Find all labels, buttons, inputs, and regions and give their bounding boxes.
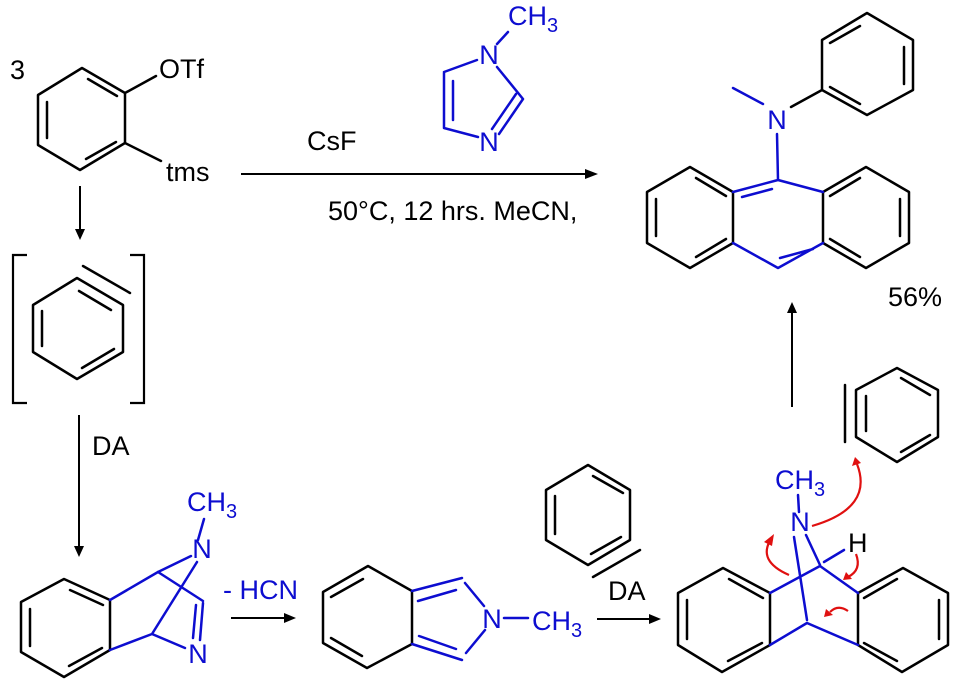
- da-1-label: DA: [92, 431, 130, 461]
- n-methylisoindole: N CH3: [321, 564, 582, 670]
- pyrrole-ring-bonds: [410, 576, 530, 662]
- bridge-bonds: [768, 493, 860, 647]
- yield-label: 56%: [888, 282, 942, 312]
- curved-arrowhead-1: [764, 534, 774, 546]
- arrow-up-to-product: [787, 302, 797, 407]
- arrowhead: [787, 302, 797, 313]
- benzyne-ring-bonds: [843, 366, 940, 464]
- n-methyl-label: CH3: [775, 465, 825, 501]
- amine-nitrogen-label: N: [767, 105, 787, 135]
- curved-arrowhead-4: [824, 609, 833, 617]
- benzyne-ring-bonds: [31, 264, 132, 381]
- da-adduct-2: N H CH3: [676, 457, 950, 674]
- benzo-rings-bonds: [676, 566, 950, 674]
- reactant-aryl-triflate: 3 OTf tms: [10, 54, 210, 187]
- curved-arrowhead-3: [843, 572, 852, 580]
- reagent-label: CsF: [307, 126, 357, 156]
- phenyl-ring-bonds: [789, 11, 915, 117]
- anthracene-outer-ring-bonds: [645, 165, 911, 270]
- benzyne-intermediate: [11, 253, 146, 405]
- hcn-elimination-step: - HCN: [223, 575, 298, 623]
- imidazole-ring-bonds: [442, 30, 525, 139]
- conditions-label: 50°C, 12 hrs. MeCN,: [328, 196, 577, 226]
- n-methylimidazole: N N CH3: [442, 1, 558, 157]
- n1-nitrogen-label: N: [479, 40, 499, 70]
- benzyne-ring-bonds: [544, 463, 642, 579]
- main-reaction-arrow: CsF 50°C, 12 hrs. MeCN,: [241, 126, 598, 226]
- imine-nitrogen-label: N: [188, 639, 208, 669]
- arrowhead: [75, 229, 85, 240]
- amine-and-center-ring-bonds: [731, 86, 825, 270]
- benzyne-byproduct: [843, 366, 940, 464]
- nitrogen-label: N: [482, 604, 502, 634]
- da-step-1: DA: [74, 415, 130, 557]
- arrowhead: [284, 613, 296, 623]
- benzo-ring-bonds: [321, 564, 414, 670]
- bridge-nitrogen-label: N: [192, 534, 212, 564]
- product-anthracen-9-amine: N 56%: [645, 11, 942, 312]
- bridged-ring-bonds: [108, 517, 206, 652]
- curved-arrow-from-ch: [847, 553, 859, 578]
- benzyne-2: [544, 463, 642, 579]
- arrowhead: [649, 614, 661, 624]
- minus-hcn-label: - HCN: [223, 575, 298, 605]
- curved-arrow-to-benzyne: [811, 463, 862, 528]
- arrowhead: [74, 546, 84, 557]
- arrow-down-to-benzyne: [75, 186, 85, 240]
- da-step-2: DA: [597, 576, 661, 624]
- da-adduct-1: N N CH3: [19, 487, 237, 679]
- benzo-ring-bonds: [19, 577, 112, 679]
- otf-group-label: OTf: [159, 54, 204, 84]
- bridgehead-h-label: H: [848, 528, 868, 558]
- brackets: [11, 253, 146, 405]
- arrowhead: [585, 169, 598, 179]
- n-methyl-label: CH3: [508, 1, 558, 37]
- n-methyl-label: CH3: [187, 487, 237, 523]
- n-methyl-label: CH3: [532, 606, 582, 642]
- da-2-label: DA: [608, 576, 646, 606]
- n3-nitrogen-label: N: [479, 127, 499, 157]
- benzene-ring-bonds: [36, 66, 163, 172]
- tms-group-label: tms: [166, 157, 210, 187]
- curved-arrowhead-2: [852, 457, 861, 466]
- curved-arrow-central: [829, 606, 849, 613]
- mechanism-arrows: [764, 457, 862, 617]
- stoichiometry-label: 3: [10, 55, 25, 85]
- bridge-nitrogen-label: N: [790, 507, 810, 537]
